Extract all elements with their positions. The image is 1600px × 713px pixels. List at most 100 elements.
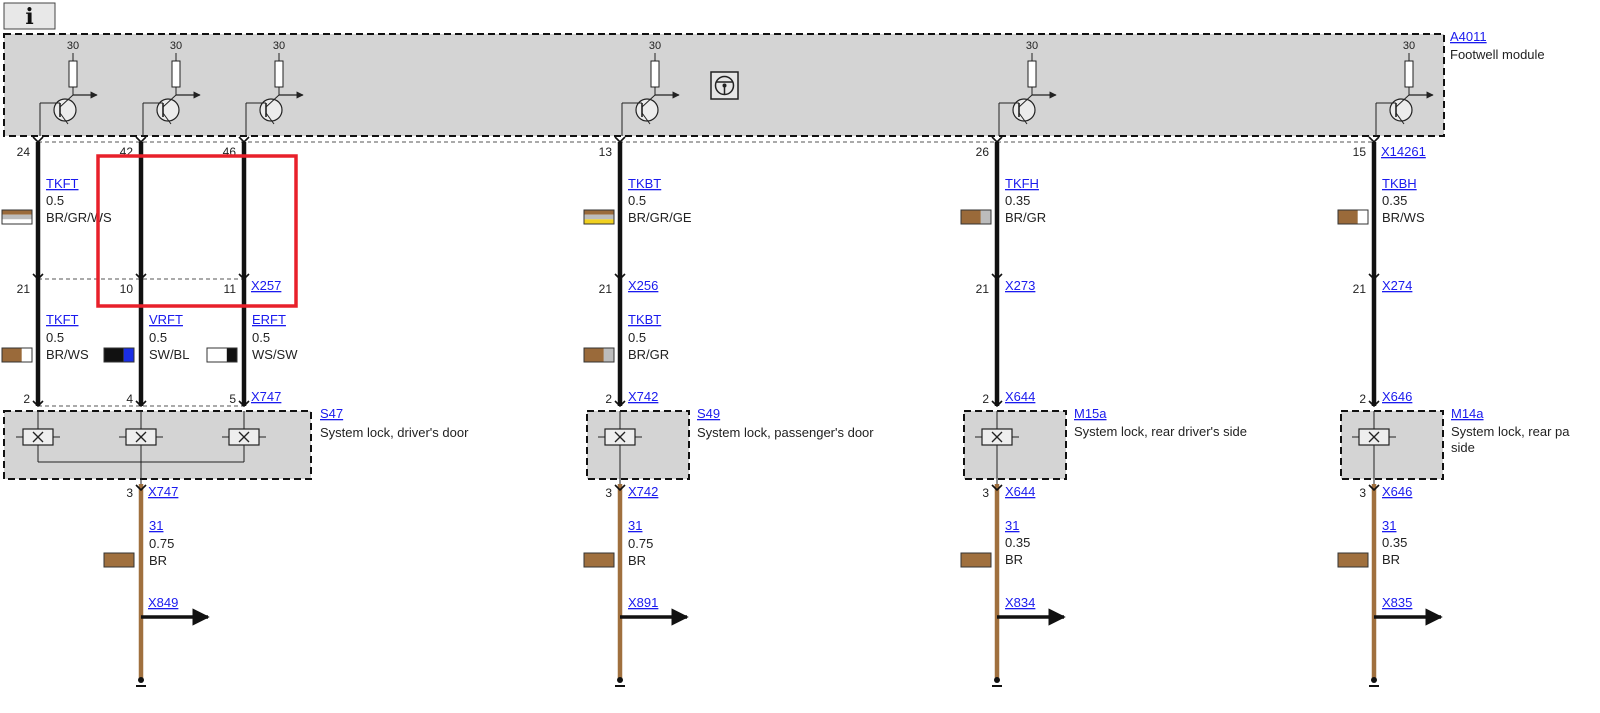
ground-connector-x747-link[interactable]: X747 [148, 484, 178, 499]
wire-tkbh-size: 0.35 [1382, 193, 1407, 208]
ground-wire-color: BR [149, 553, 167, 568]
swatch-br-gr [960, 209, 992, 225]
info-button[interactable]: i [3, 2, 56, 30]
connector-x274-link[interactable]: X274 [1382, 278, 1412, 293]
lock-m15a-link[interactable]: M15a [1074, 406, 1107, 421]
ground-target-x834-link[interactable]: X834 [1005, 595, 1035, 610]
wire-erft-link[interactable]: ERFT [252, 312, 286, 327]
lock-s47-link[interactable]: S47 [320, 406, 343, 421]
output-stage: 30 [39, 40, 98, 136]
wire-tkbt-lower-size: 0.5 [628, 330, 646, 345]
fuse-icon [171, 60, 181, 88]
lock-s49-name: System lock, passenger's door [697, 425, 874, 440]
wire-tkft-lower-link[interactable]: TKFT [46, 312, 79, 327]
wire-tkbt-link[interactable]: TKBT [628, 176, 661, 191]
ground-connector-x644-link[interactable]: X644 [1005, 484, 1035, 499]
connector-chevron [32, 400, 44, 408]
connector-x747-link[interactable]: X747 [251, 389, 281, 404]
highlight-box [96, 154, 298, 308]
wire-tkbt-color: BR/GR/GE [628, 210, 692, 225]
lock-connectors: 2 4 5 X747 2 X742 2 X644 2 X646 [23, 389, 1412, 406]
info-icon: i [25, 4, 33, 30]
ground-symbols [136, 677, 1379, 687]
lock-motor-symbols [16, 411, 1396, 484]
swatch-br-gr-ge [583, 209, 615, 225]
fuse-icon [274, 60, 284, 88]
output-stage: 30 [621, 40, 680, 136]
connector-x273-link[interactable]: X273 [1005, 278, 1035, 293]
wire-tkfh-link[interactable]: TKFH [1005, 176, 1039, 191]
connector-chevron [32, 273, 44, 281]
lock-s49-link[interactable]: S49 [697, 406, 720, 421]
ground-wire-31-link[interactable]: 31 [628, 518, 642, 533]
connector-x14261-link[interactable]: X14261 [1381, 144, 1426, 159]
pin-x646-3: 3 [1359, 486, 1366, 500]
wire-tkbh-color: BR/WS [1382, 210, 1425, 225]
connector-chevron [1368, 484, 1380, 492]
connector-x644-link[interactable]: X644 [1005, 389, 1035, 404]
wire-tkft-color: BR/GR/WS [46, 210, 112, 225]
wire-tkft-link[interactable]: TKFT [46, 176, 79, 191]
wire-tkbt-lower-link[interactable]: TKBT [628, 312, 661, 327]
pin-x747-5: 5 [229, 392, 236, 406]
swatch-br [103, 552, 135, 568]
lock-m15a-box [963, 410, 1067, 480]
swatch-br [960, 552, 992, 568]
ground-wire-color: BR [628, 553, 646, 568]
ground-wire-color: BR [1382, 552, 1400, 567]
lock-components [3, 410, 1444, 480]
transistor-icon [39, 94, 77, 136]
connector-chevron [991, 400, 1003, 408]
ground-targets: X849 X891 X834 X835 [141, 595, 1443, 626]
connector-x257-link[interactable]: X257 [251, 278, 281, 293]
connector-chevron [135, 484, 147, 492]
lock-motor-icon [598, 428, 642, 446]
swatch-sw-bl [103, 347, 135, 363]
connector-chevron [614, 273, 626, 281]
swatch-br-ws [1337, 209, 1369, 225]
output-stage: 30 [245, 40, 304, 136]
pin-x742-2: 2 [605, 392, 612, 406]
pin-x747-2: 2 [23, 392, 30, 406]
ground-target-x891-link[interactable]: X891 [628, 595, 658, 610]
wire-tkbh-link[interactable]: TKBH [1382, 176, 1417, 191]
lock-m14a-name: System lock, rear pa [1451, 424, 1570, 439]
wire-tkft-lower-color: BR/WS [46, 347, 89, 362]
pin-x747-4: 4 [126, 392, 133, 406]
pin-x747-3: 3 [126, 486, 133, 500]
ground-wire-labels: 31 0.75 BR 31 0.75 BR 31 0.35 BR 31 0.35… [149, 518, 1407, 568]
connector-chevron [32, 136, 44, 144]
connector-x646-link[interactable]: X646 [1382, 389, 1412, 404]
ground-connector-x646-link[interactable]: X646 [1382, 484, 1412, 499]
output-stage: 30 [142, 40, 201, 136]
connector-x742-link[interactable]: X742 [628, 389, 658, 404]
ground-connector-x742-link[interactable]: X742 [628, 484, 658, 499]
connector-chevron [614, 400, 626, 408]
module-id-link[interactable]: A4011 [1450, 29, 1487, 44]
ground-wire-31-link[interactable]: 31 [1005, 518, 1019, 533]
wire-erft-color: WS/SW [252, 347, 298, 362]
connector-chevron [614, 484, 626, 492]
wire-vrft-link[interactable]: VRFT [149, 312, 183, 327]
connector-chevron [991, 136, 1003, 144]
ground-target-x835-link[interactable]: X835 [1382, 595, 1412, 610]
wire-tkfh-color: BR/GR [1005, 210, 1046, 225]
ground-wire-31-link[interactable]: 31 [149, 518, 163, 533]
connector-chevron [238, 400, 250, 408]
pin-x644-2: 2 [982, 392, 989, 406]
connector-x256-link[interactable]: X256 [628, 278, 658, 293]
lock-motor-icon [1352, 428, 1396, 446]
connector-chevron [991, 484, 1003, 492]
upper-wires [35, 142, 1377, 279]
lock-m14a-link[interactable]: M14a [1451, 406, 1484, 421]
wire-tkft-lower-size: 0.5 [46, 330, 64, 345]
swatch-br-gr [583, 347, 615, 363]
wire-tkfh-size: 0.35 [1005, 193, 1030, 208]
wire-vrft-size: 0.5 [149, 330, 167, 345]
ground-wire-31-link[interactable]: 31 [1382, 518, 1396, 533]
transistor-icon [1375, 94, 1413, 136]
ground-target-x849-link[interactable]: X849 [148, 595, 178, 610]
pin-24: 24 [17, 145, 31, 159]
